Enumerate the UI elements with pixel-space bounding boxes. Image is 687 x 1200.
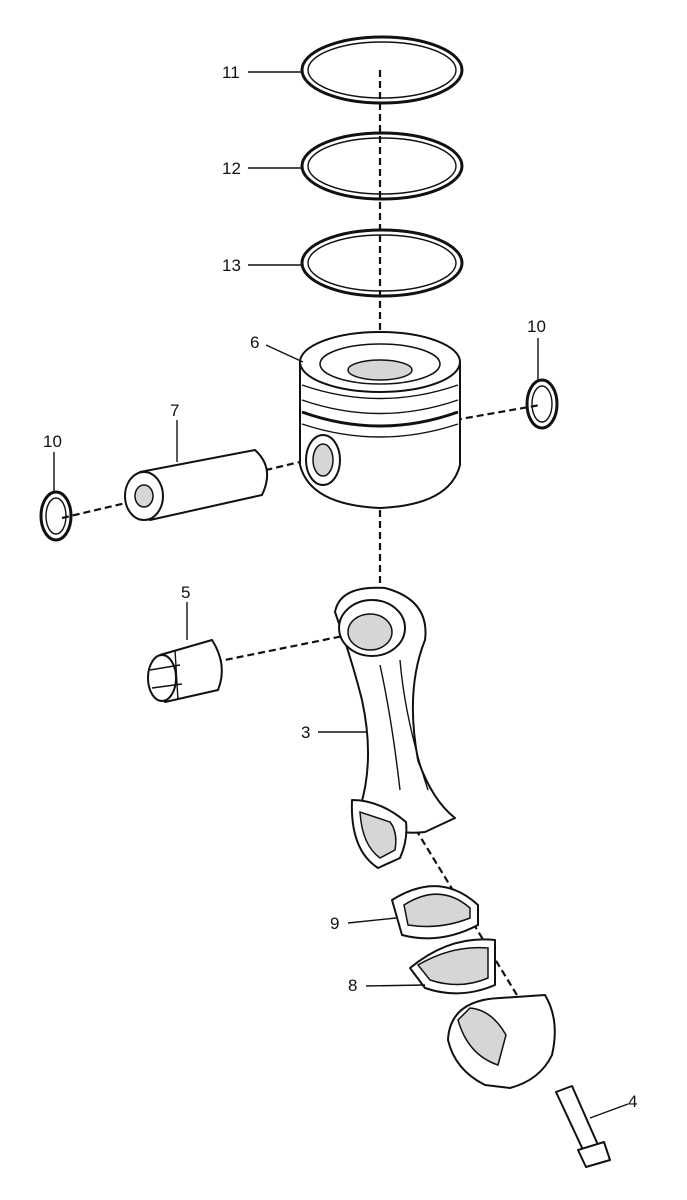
callout-9: 9 [330, 914, 339, 933]
piston-ring-second [300, 131, 464, 201]
piston-pin [124, 449, 269, 521]
connecting-rod [334, 586, 456, 869]
callout-7: 7 [170, 401, 179, 420]
piston [299, 331, 461, 509]
callout-13: 13 [222, 256, 241, 275]
oil-control-ring [300, 228, 464, 298]
callout-10-left: 10 [43, 432, 62, 451]
connecting-rod-cap [447, 994, 556, 1089]
snap-ring-left [39, 490, 73, 542]
callout-12: 12 [222, 159, 241, 178]
center-axis-line [378, 70, 521, 1001]
callout-5: 5 [181, 583, 190, 602]
bushing-axis-line [214, 633, 349, 664]
leader-6 [265, 344, 304, 363]
callout-4: 4 [628, 1092, 637, 1111]
bearing-shell-lower [409, 938, 496, 995]
leader-8 [365, 984, 426, 987]
callout-3: 3 [301, 723, 310, 742]
snap-ring-right [525, 378, 559, 430]
piston-ring-top [300, 35, 464, 105]
leader-4 [589, 1103, 629, 1119]
callout-11: 11 [222, 63, 240, 82]
bearing-shell-upper [391, 885, 479, 940]
callout-8: 8 [348, 976, 357, 995]
leader-9 [347, 917, 397, 924]
connecting-rod-bolt [555, 1085, 611, 1168]
callout-10-right: 10 [527, 317, 546, 336]
callout-6: 6 [250, 333, 259, 352]
small-end-bushing [147, 639, 223, 703]
